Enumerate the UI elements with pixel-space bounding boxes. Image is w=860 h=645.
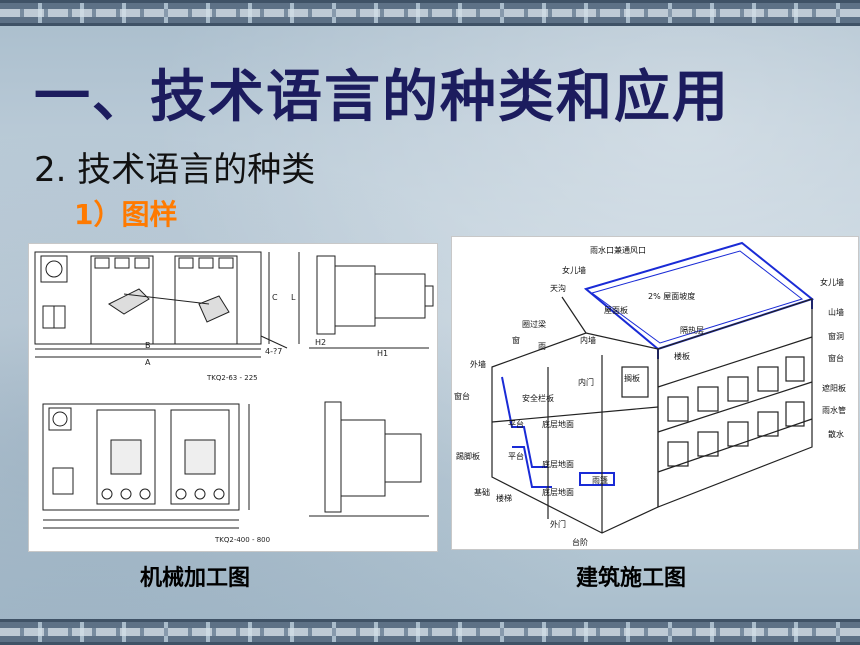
dim-label-holes: 4-?7	[265, 347, 282, 356]
arch-label-29: 雨篷	[592, 475, 608, 485]
mechanical-drawing-figure: B A H2 H1 4-?7 C L TKQ2-63 - 225 TKQ2-40…	[28, 243, 438, 552]
arch-label-24: 平台	[508, 419, 524, 429]
arch-label-11: 雨水管	[822, 405, 846, 415]
architectural-drawing-figure: 雨水口兼通风口 女儿墙 天沟 屋面板 2% 屋面坡度 女儿墙 山墙 窗洞 窗台 …	[451, 236, 859, 550]
dim-label-a: A	[145, 358, 151, 367]
arch-label-27: 平台	[508, 451, 524, 461]
bottom-decorative-band	[0, 619, 860, 645]
dim-label-b: B	[145, 341, 151, 350]
arch-label-25: 底层地面	[542, 419, 574, 429]
arch-label-2: 女儿墙	[562, 265, 586, 275]
arch-label-23: 安全栏板	[522, 393, 554, 403]
arch-label-19: 窗	[512, 335, 520, 345]
arch-label-16: 内墙	[580, 335, 596, 345]
slide-subtitle: 2. 技术语言的种类	[34, 150, 316, 190]
arch-label-5: 2% 屋面坡度	[648, 291, 695, 301]
arch-label-33: 外门	[550, 519, 566, 529]
top-decorative-band	[0, 0, 860, 26]
arch-label-7: 山墙	[828, 307, 844, 317]
arch-label-15: 圈过梁	[522, 319, 546, 329]
arch-label-12: 散水	[828, 429, 844, 439]
arch-label-9: 窗台	[828, 353, 844, 363]
arch-label-6: 女儿墙	[820, 277, 844, 287]
arch-label-28: 底层地面	[542, 459, 574, 469]
arch-label-31: 楼梯	[496, 493, 512, 503]
arch-label-32: 底层地面	[542, 487, 574, 497]
arch-label-8: 窗洞	[828, 331, 844, 341]
dim-label-c: C	[272, 293, 278, 302]
dim-label-l: L	[291, 293, 296, 302]
arch-label-14: 楼板	[674, 351, 690, 361]
bottom-switch-outline	[42, 403, 240, 511]
model-label-2: TKQ2-400 - 800	[214, 536, 270, 544]
figure-caption-architectural: 建筑施工图	[576, 566, 687, 591]
dim-label-h1: H1	[377, 349, 388, 358]
arch-label-18: 外墙	[470, 359, 486, 369]
mechanical-drawing: B A H2 H1 4-?7 C L TKQ2-63 - 225 TKQ2-40…	[34, 251, 434, 544]
arch-label-20: 内门	[578, 377, 594, 387]
arch-label-26: 踢脚板	[456, 451, 480, 461]
section-item: 1）图样	[74, 198, 178, 231]
architectural-drawing: 雨水口兼通风口 女儿墙 天沟 屋面板 2% 屋面坡度 女儿墙 山墙 窗洞 窗台 …	[454, 241, 846, 547]
arch-label-13: 隔热层	[680, 325, 704, 335]
arch-label-22: 窗台	[454, 391, 470, 401]
arch-label-21: 搁板	[624, 373, 640, 383]
slide-title: 一、技术语言的种类和应用	[34, 65, 730, 130]
figure-caption-mechanical: 机械加工图	[140, 566, 251, 591]
model-label-1: TKQ2-63 - 225	[206, 374, 258, 382]
arch-label-17: 雨	[538, 342, 546, 351]
arch-label-34: 台阶	[572, 537, 588, 547]
dim-label-h2: H2	[315, 338, 326, 347]
arch-label-1: 雨水口兼通风口	[590, 245, 646, 255]
arch-label-3: 天沟	[550, 283, 566, 293]
arch-label-4: 屋面板	[604, 305, 628, 315]
arch-label-30: 基础	[474, 487, 490, 497]
arch-label-10: 遮阳板	[822, 383, 846, 393]
